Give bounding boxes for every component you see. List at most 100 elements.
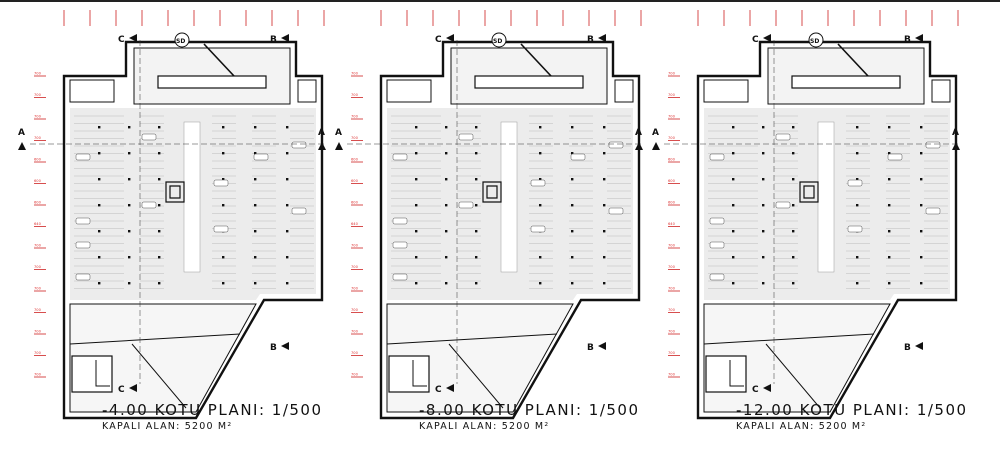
column — [792, 152, 795, 155]
section-marker-c-bottom — [763, 384, 771, 392]
column — [98, 126, 101, 129]
lower-diagonal — [765, 343, 821, 409]
car-icon — [925, 141, 941, 149]
parking-stalls — [391, 115, 631, 289]
column — [98, 204, 101, 207]
lower-wall — [703, 333, 875, 345]
car-icon — [775, 133, 791, 141]
grid-label: 600 — [351, 201, 359, 205]
section-arrow — [915, 34, 923, 42]
car-icon — [458, 133, 474, 141]
structural-columns — [98, 126, 289, 285]
sd-label: SD — [810, 38, 819, 45]
car-icon — [925, 207, 941, 215]
lower-wall — [69, 333, 241, 345]
grid-label: 600 — [668, 201, 676, 205]
stair-room-wall — [729, 360, 744, 387]
section-arrow — [129, 34, 137, 42]
section-arrow — [598, 342, 606, 350]
column — [856, 152, 859, 155]
column — [254, 178, 257, 181]
grid-label: 600 — [668, 179, 676, 183]
grid-label: 700 — [668, 330, 676, 334]
column — [920, 204, 923, 207]
section-label-a: A — [318, 128, 325, 138]
column — [792, 256, 795, 259]
column — [98, 230, 101, 233]
sd-circle — [491, 32, 507, 48]
column — [732, 282, 735, 285]
grid-label: 700 — [351, 136, 359, 140]
column — [286, 126, 289, 129]
column — [888, 230, 891, 233]
section-arrow — [635, 142, 643, 150]
column — [475, 126, 478, 129]
section-arrow — [915, 342, 923, 350]
car-icon — [213, 225, 229, 233]
grid-label: 700 — [351, 115, 359, 119]
section-marker-b-top — [281, 34, 289, 42]
grid-label: 600 — [668, 158, 676, 162]
grid-label: 700 — [668, 136, 676, 140]
stair-room — [705, 355, 747, 393]
structural-columns — [732, 126, 923, 285]
grid-label: 700 — [668, 72, 676, 76]
column — [603, 126, 606, 129]
sd-label: SD — [493, 38, 502, 45]
grid-ticks-top — [697, 10, 959, 26]
section-arrow — [281, 34, 289, 42]
column — [762, 230, 765, 233]
column — [762, 126, 765, 129]
plan-title: -8.00 KOTU PLANI: 1/500 — [419, 401, 640, 419]
grid-label: 700 — [668, 115, 676, 119]
car-icon — [530, 225, 546, 233]
ramp-core — [157, 75, 267, 89]
column — [762, 282, 765, 285]
section-label-b: B — [587, 343, 594, 353]
column — [603, 178, 606, 181]
car-icon — [458, 201, 474, 209]
grid-label: 700 — [34, 351, 42, 355]
column — [732, 126, 735, 129]
grid-label: 700 — [34, 330, 42, 334]
section-label-c: C — [752, 385, 759, 395]
column — [920, 256, 923, 259]
section-label-c: C — [118, 385, 125, 395]
column — [415, 256, 418, 259]
grid-label: 700 — [668, 265, 676, 269]
grid-label: 700 — [351, 308, 359, 312]
car-icon — [530, 179, 546, 187]
ramp-slope-line — [837, 43, 869, 77]
column — [762, 256, 765, 259]
column — [254, 230, 257, 233]
column — [128, 178, 131, 181]
lower-area — [386, 303, 574, 413]
service-room — [386, 79, 432, 103]
grid-label: 700 — [34, 72, 42, 76]
car-icon — [709, 153, 725, 161]
section-label-c: C — [435, 35, 442, 45]
column — [222, 282, 225, 285]
column — [158, 126, 161, 129]
section-label-a: A — [335, 128, 342, 138]
column — [415, 204, 418, 207]
section-label-b: B — [904, 35, 911, 45]
stair-room — [388, 355, 430, 393]
car-icon — [291, 207, 307, 215]
column — [539, 282, 542, 285]
section-arrow — [335, 142, 343, 150]
ramp-core — [791, 75, 901, 89]
cars — [75, 133, 307, 281]
section-label-a: A — [652, 128, 659, 138]
stair-room-wall — [412, 360, 427, 387]
column — [98, 282, 101, 285]
section-arrow — [446, 384, 454, 392]
column — [286, 152, 289, 155]
plan-area-note: KAPALI ALAN: 5200 M² — [102, 421, 233, 432]
grid-label: 700 — [34, 308, 42, 312]
column — [571, 126, 574, 129]
grid-label: 600 — [34, 158, 42, 162]
section-label-c: C — [435, 385, 442, 395]
grid-label: 700 — [351, 72, 359, 76]
